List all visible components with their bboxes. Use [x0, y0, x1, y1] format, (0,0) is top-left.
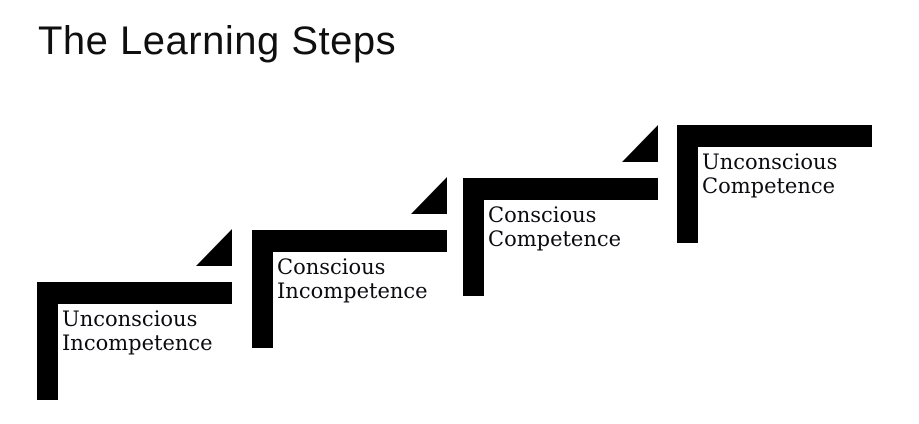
- step-label-line: Incompetence: [62, 331, 213, 355]
- step-label-line: Unconscious: [62, 307, 198, 331]
- up-arrow-triangle-icon: [622, 125, 658, 162]
- step-label: Conscious Incompetence: [277, 255, 428, 303]
- step-label: Conscious Competence: [488, 203, 621, 251]
- step-label-line: Incompetence: [277, 279, 428, 303]
- up-arrow-triangle-icon: [411, 177, 447, 214]
- step-vertical-bar: [463, 178, 484, 296]
- step-horizontal-bar: [37, 282, 232, 304]
- step-horizontal-bar: [463, 178, 658, 200]
- step-conscious-incompetence: Conscious Incompetence: [252, 177, 447, 348]
- up-arrow-triangle-icon: [196, 229, 232, 266]
- page-title: The Learning Steps: [38, 19, 397, 63]
- step-horizontal-bar: [677, 125, 872, 147]
- step-unconscious-competence: Unconscious Competence: [677, 125, 872, 243]
- step-vertical-bar: [677, 125, 698, 243]
- step-horizontal-bar: [252, 230, 447, 252]
- step-label-line: Conscious: [488, 203, 597, 227]
- step-label-line: Competence: [702, 174, 836, 198]
- step-label: Unconscious Incompetence: [62, 307, 213, 355]
- step-unconscious-incompetence: Unconscious Incompetence: [37, 229, 232, 400]
- step-conscious-competence: Conscious Competence: [463, 125, 658, 296]
- step-label-line: Competence: [488, 227, 622, 251]
- step-label-line: Unconscious: [702, 150, 838, 174]
- step-label-line: Conscious: [277, 255, 386, 279]
- step-vertical-bar: [37, 282, 58, 400]
- step-vertical-bar: [252, 230, 273, 348]
- step-label: Unconscious Competence: [702, 150, 837, 198]
